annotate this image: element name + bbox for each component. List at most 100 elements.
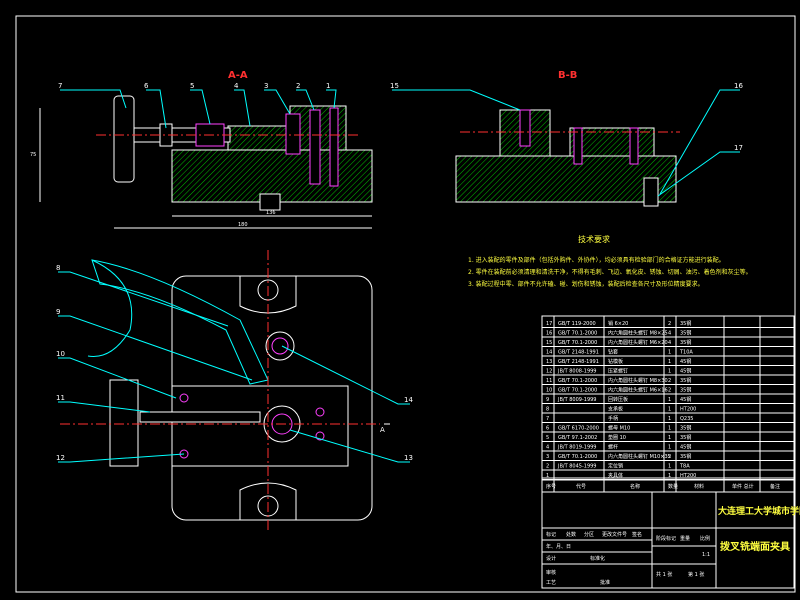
part-label-17: 17 (734, 144, 743, 152)
bom-cell-no: 13 (546, 359, 552, 365)
b-screw-3 (629, 127, 639, 165)
part-label-8: 8 (56, 264, 60, 272)
tb-label-design: 设计 (546, 555, 556, 562)
bom-cell-qty: 1 (668, 397, 671, 403)
bom-cell-name: 螺杆 (608, 444, 618, 451)
bom-cell-mat: T8A (679, 464, 690, 470)
bom-cell-name: 垫圈 10 (608, 434, 626, 441)
tb-sheets-total: 共 1 张 (656, 571, 672, 578)
bom-cell-name: 内六角圆柱头螺钉 M8×30 (608, 377, 668, 384)
part-label-7: 7 (58, 82, 62, 90)
bom-cell-code: JB/T 8045-1999 (557, 464, 597, 470)
bolt-1 (329, 107, 339, 187)
tb-label-std: 标准化 (590, 555, 605, 562)
tech-note-1: 1. 进入装配的零件及部件（包括外购件、外协件），均必须具有检验部门的合格证方能… (468, 256, 725, 264)
tech-title: 技术要求 (578, 234, 610, 244)
tb-sheet-num: 第 1 张 (688, 571, 704, 578)
bom-cell-mat: 45钢 (680, 358, 691, 365)
bom-h-note: 备注 (770, 483, 780, 490)
part-label-11: 11 (56, 394, 65, 402)
bom-cell-qty: 4 (668, 331, 671, 337)
bom-cell-code: GB/T 70.1-2000 (558, 378, 597, 384)
part-label-13: 13 (404, 454, 413, 462)
b-screw-1 (519, 109, 531, 147)
tb-label-date: 年、月、日 (546, 543, 571, 550)
part-label-3: 3 (264, 82, 268, 90)
bom-cell-mat: 35钢 (680, 453, 691, 460)
bom-cell-no: 17 (546, 321, 552, 327)
plan-bushing (265, 331, 295, 361)
b-base (455, 155, 677, 203)
bom-cell-qty: 2 (668, 454, 671, 460)
bom-cell-qty: 1 (668, 350, 671, 356)
part-label-15: 15 (390, 82, 399, 90)
tb-label-count: 处数 (566, 531, 576, 538)
bom-cell-name: 夹具体 (608, 472, 623, 479)
bom-cell-name: 手柄 (608, 415, 618, 422)
part-label-2: 2 (296, 82, 300, 90)
bom-cell-code: JB/T 8008-1999 (557, 369, 597, 375)
bom-cell-no: 2 (546, 464, 549, 470)
bom-cell-no: 7 (546, 416, 549, 422)
dim-height: 75 (30, 152, 36, 158)
bom-cell-qty: 1 (668, 473, 671, 479)
bom-cell-code: GB/T 2148-1991 (558, 359, 599, 365)
bom-cell-mat: T10A (679, 350, 693, 356)
part-label-14: 14 (404, 396, 413, 404)
bom-cell-mat: 35钢 (680, 330, 691, 337)
bom-cell-no: 9 (546, 397, 549, 403)
fork-workpiece (91, 259, 269, 385)
bom-cell-code: GB/T 2148-1991 (558, 350, 599, 356)
bom-h-wt: 单件 总计 (732, 483, 754, 490)
school-name: 大连理工大学城市学院 (718, 505, 800, 517)
bom-cell-name: 定位销 (608, 463, 623, 470)
support-block (227, 125, 289, 151)
title-block: 大连理工大学城市学院 拨叉铣端面夹具 标记 处数 分区 更改文件号 签名 年、月… (541, 491, 800, 589)
bom-cell-no: 5 (546, 435, 549, 441)
plan-handle (109, 379, 139, 467)
bom-cell-qty: 1 (668, 435, 671, 441)
bom-cell-mat: 45钢 (680, 444, 691, 451)
bom-cell-no: 4 (546, 445, 549, 451)
bom-cell-qty: 1 (668, 359, 671, 365)
tb-label-scale: 比例 (700, 535, 710, 542)
bom-cell-code: GB/T 6170-2000 (558, 426, 599, 432)
tb-label-weight: 重量 (680, 535, 690, 542)
bom-h-name: 名称 (630, 483, 640, 490)
bom-h-mat: 材料 (694, 483, 704, 490)
tb-scale-value: 1:1 (702, 552, 710, 558)
bom-cell-no: 8 (546, 407, 549, 413)
bom-cell-code: JB/T 8009-1999 (557, 397, 597, 403)
bom-cell-mat: 35钢 (680, 377, 691, 384)
bom-cell-qty: 1 (668, 407, 671, 413)
dim-inner: 136 (266, 210, 276, 216)
bom-cell-mat: Q235 (680, 416, 693, 422)
bom-cell-qty: 1 (668, 464, 671, 470)
bom-cell-mat: 35钢 (680, 425, 691, 432)
technical-notes: 技术要求 1. 进入装配的零件及部件（包括外购件、外协件），均必须具有检验部门的… (468, 234, 752, 288)
plan-view: A 8 9 10 11 12 14 13 (56, 250, 413, 530)
bom-cell-code: GB/T 70.1-2000 (558, 388, 597, 394)
bom-cell-qty: 1 (668, 369, 671, 375)
tb-label-stage: 阶段标记 (656, 535, 676, 542)
bom-cell-code: GB/T 70.1-2000 (558, 454, 597, 460)
bom-cell-no: 12 (546, 369, 552, 375)
bolt-2 (309, 109, 321, 185)
part-label-10: 10 (56, 350, 65, 358)
bom-cell-no: 6 (546, 426, 549, 432)
bom-cell-qty: 1 (668, 426, 671, 432)
section-a-title: A-A (228, 70, 248, 81)
plan-clamp-plate (171, 385, 349, 467)
section-b-title: B-B (558, 70, 577, 81)
section-a-view: A-A 75 180 136 7 (30, 70, 373, 229)
bom-cell-name: 钻套 (608, 349, 618, 356)
tb-label-approve: 批准 (600, 579, 610, 586)
b-plate (569, 127, 655, 157)
bom-cell-name: 销 6×20 (608, 320, 628, 327)
bom-cell-code: JB/T 8019-1999 (557, 445, 597, 451)
bom-cell-mat: 45钢 (680, 396, 691, 403)
bom-cell-name: 压紧螺钉 (608, 368, 628, 375)
bom-cell-qty: 2 (668, 378, 671, 384)
handle-knob (113, 95, 135, 183)
bom-cell-name: 螺母 M10 (608, 425, 630, 432)
